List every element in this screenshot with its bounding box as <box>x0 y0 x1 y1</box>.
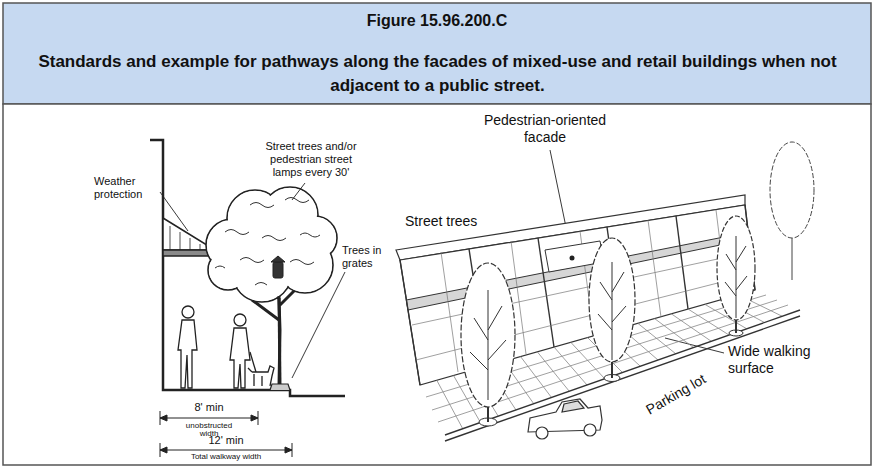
pedestrian-facade <box>441 252 458 372</box>
pedestrians <box>250 352 256 372</box>
weather-protection-awning <box>180 232 181 250</box>
pedestrians <box>248 366 274 386</box>
weather-protection-awning <box>170 226 171 250</box>
perspective-street-trees <box>461 263 515 407</box>
street-tree <box>207 188 336 301</box>
dimension-lines <box>251 415 258 421</box>
pickup-truck <box>528 399 602 439</box>
leader-lines <box>292 272 345 378</box>
dimension-note: Total walkway width <box>171 452 281 461</box>
street-tree <box>279 296 280 386</box>
background-tree <box>770 142 814 238</box>
pedestrians <box>234 314 246 326</box>
pickup-truck <box>584 424 596 436</box>
callout-label: Pedestrian-oriented facade <box>470 112 620 146</box>
perspective-street-trees <box>461 216 755 426</box>
background-tree <box>770 142 814 280</box>
pedestrian-facade <box>400 205 755 385</box>
perspective-street-trees <box>470 290 506 400</box>
leader-lines <box>292 183 305 200</box>
dimension-lines <box>160 450 292 451</box>
street-tree <box>300 233 320 237</box>
pedestrians <box>182 306 194 318</box>
background-tree <box>792 238 793 280</box>
frame <box>3 104 871 465</box>
perspective-street-trees <box>717 216 755 320</box>
weather-protection-awning <box>190 238 191 250</box>
street-tree <box>273 262 283 278</box>
pickup-truck <box>562 401 584 412</box>
street-tree <box>225 230 249 235</box>
perspective-street-trees <box>598 262 626 360</box>
street-tree <box>271 256 285 262</box>
pedestrian-facade <box>400 205 755 385</box>
figure-caption: Standards and example for pathways along… <box>20 50 855 98</box>
building-section <box>150 140 345 396</box>
dimension-lines <box>160 411 292 457</box>
dimension-lines <box>160 415 167 421</box>
street-tree <box>285 198 309 203</box>
leader-lines <box>160 192 188 231</box>
dimension-label: 8' min <box>179 401 239 414</box>
dimension-lines <box>285 447 292 453</box>
pedestrian-facade <box>570 256 575 261</box>
street-tree <box>255 283 267 286</box>
pedestrian-facade <box>406 232 749 310</box>
pedestrian-facade <box>400 260 420 385</box>
perspective-street-trees <box>589 238 635 362</box>
street-tree <box>206 187 337 390</box>
weather-protection-awning <box>200 244 201 250</box>
street-tree <box>215 198 320 286</box>
figure-title: Figure 15.96.200.C <box>3 11 871 31</box>
area-label: Parking lot <box>628 362 723 427</box>
dimension-note: unobstructed <box>169 421 249 430</box>
frame <box>3 3 871 104</box>
street-tree <box>262 236 286 241</box>
pedestrians <box>178 306 274 388</box>
pedestrian-facade <box>396 195 755 385</box>
dimension-lines <box>160 418 258 419</box>
street-tree <box>235 205 315 285</box>
dimension-lines <box>160 447 167 453</box>
pedestrians <box>178 320 197 388</box>
callout-label: Weather protection <box>94 175 160 201</box>
street-tree <box>290 260 314 265</box>
street-tree <box>206 187 337 302</box>
callout-label: Wide walking surface <box>728 343 828 377</box>
pedestrians <box>230 328 250 388</box>
frame <box>3 3 871 465</box>
street-tree <box>215 266 225 268</box>
pedestrian-facade <box>676 216 688 309</box>
pedestrian-facade <box>648 220 661 317</box>
dimension-label: 12' min <box>196 434 256 447</box>
pickup-truck <box>536 427 548 439</box>
callout-label: Street trees <box>405 213 500 230</box>
callout-label: Trees in grates <box>342 244 402 270</box>
street-tree <box>240 258 264 263</box>
perspective-street-trees <box>725 236 747 318</box>
building-section <box>150 140 345 396</box>
callout-label: Street trees and/or pedestrian street la… <box>255 140 367 179</box>
street-tree <box>270 384 290 390</box>
street-tree <box>250 203 274 208</box>
